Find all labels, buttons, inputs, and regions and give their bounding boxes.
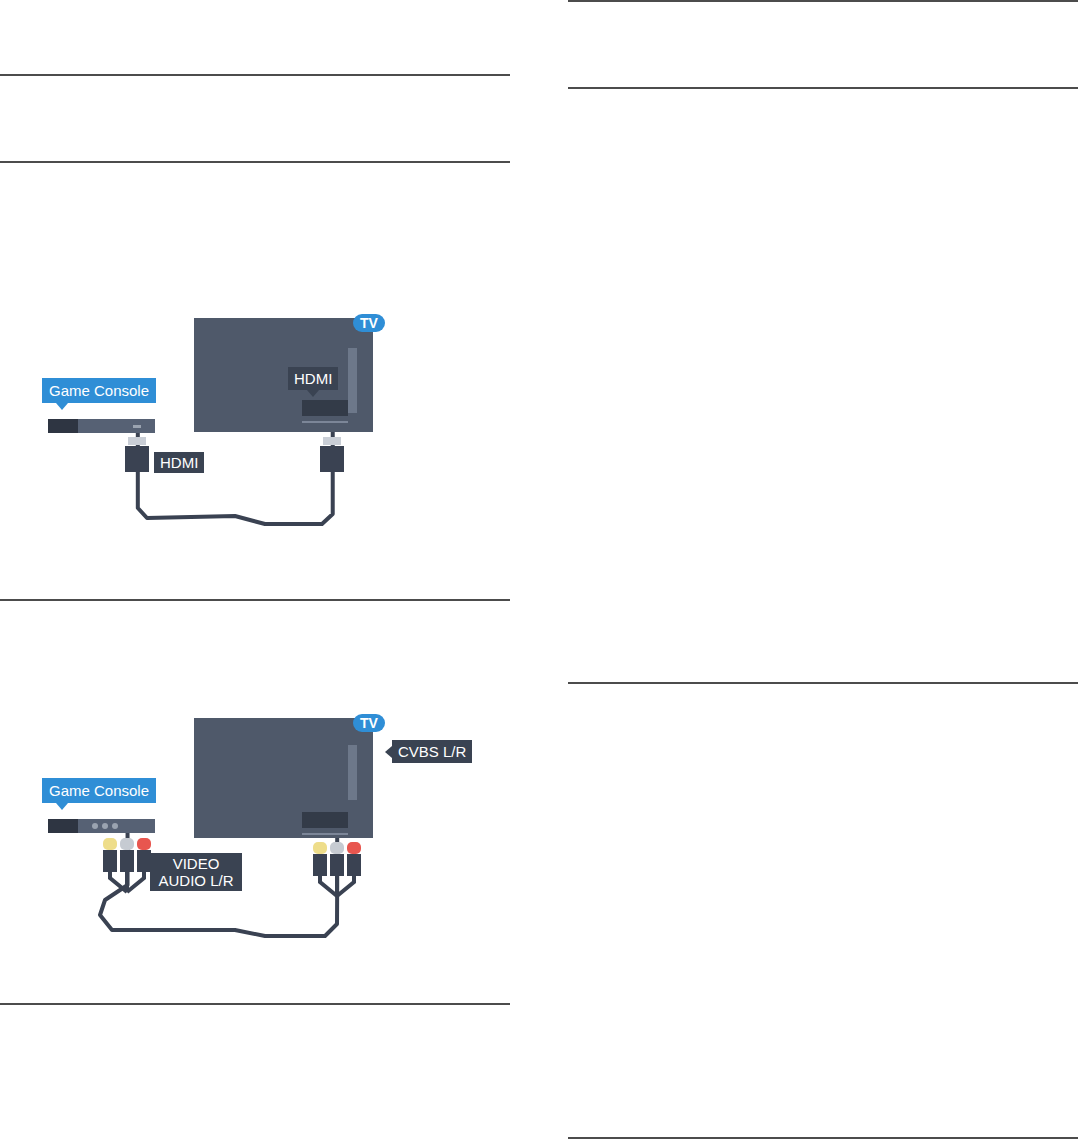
device-badge: TV — [353, 714, 385, 732]
callout-bubble: Game Console — [42, 378, 156, 403]
cable — [138, 432, 333, 524]
cable — [100, 833, 337, 936]
hdmi-plug-body — [320, 446, 344, 472]
rca-cap — [330, 842, 344, 854]
rca-lead — [127, 870, 144, 892]
rca-cap — [347, 842, 361, 854]
rule-line — [0, 599, 510, 601]
hdmi-plug-tip — [323, 437, 341, 445]
side-panel — [348, 348, 357, 413]
rca-body — [120, 850, 134, 872]
rca-body — [347, 854, 361, 876]
jack-socket — [92, 823, 98, 829]
rca-body — [330, 854, 344, 876]
rca-cap — [103, 838, 117, 850]
console-body — [48, 419, 155, 433]
rca-body — [137, 850, 151, 872]
tv-panel: TVCVBS L/R — [194, 718, 373, 838]
rca-body — [103, 850, 117, 872]
rule-line — [568, 682, 1078, 684]
label-holder: CVBS L/R — [392, 740, 472, 763]
cable-label: VIDEO AUDIO L/R — [150, 853, 242, 891]
rule-line — [0, 161, 510, 163]
rca-lead — [337, 874, 354, 896]
rule-line — [568, 0, 1078, 2]
rca-cap — [137, 838, 151, 850]
port-label: HDMI — [288, 367, 338, 390]
rule-line — [0, 1003, 510, 1005]
rca-lead — [110, 870, 127, 892]
bay-edge — [302, 421, 348, 423]
tv-panel: TVHDMI — [194, 318, 373, 432]
rule-line — [568, 1137, 1078, 1139]
rule-line — [568, 87, 1078, 89]
side-panel — [348, 745, 357, 800]
label-holder: TV — [353, 714, 385, 732]
jack-socket — [102, 823, 108, 829]
jack-socket — [112, 823, 118, 829]
port-label: CVBS L/R — [392, 740, 472, 763]
hdmi-plug-tip — [128, 437, 146, 445]
hdmi-socket — [133, 425, 141, 428]
connector-bay — [302, 400, 348, 416]
hdmi-plug-body — [125, 446, 149, 472]
console-front — [48, 819, 78, 833]
rule-line — [0, 74, 510, 76]
console-body — [48, 819, 155, 833]
callout-bubble: Game Console — [42, 778, 156, 803]
rca-cap — [313, 842, 327, 854]
rca-lead — [320, 874, 337, 896]
rca-body — [313, 854, 327, 876]
bay-edge — [302, 833, 348, 835]
label-holder: TV — [353, 314, 385, 332]
game-console: Game Console — [42, 378, 156, 433]
label-holder: HDMI — [288, 367, 338, 390]
cable-label: HDMI — [154, 452, 204, 473]
device-badge: TV — [353, 314, 385, 332]
rca-cap — [120, 838, 134, 850]
console-front — [48, 419, 78, 433]
connector-bay — [302, 812, 348, 828]
game-console: Game Console — [42, 778, 156, 833]
